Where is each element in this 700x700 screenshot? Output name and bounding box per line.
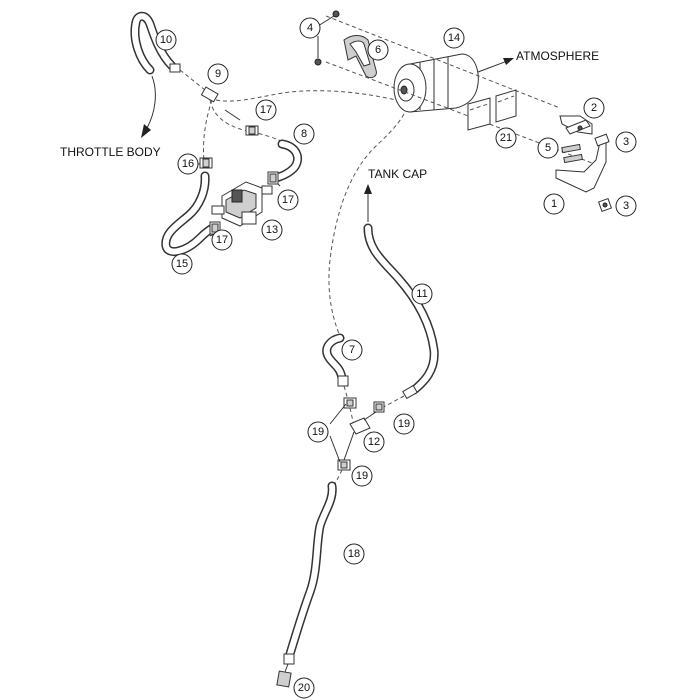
- callout-13: 13: [261, 219, 283, 241]
- vent-line-dashed: [215, 90, 397, 102]
- fitting-17-right: [267, 171, 279, 185]
- svg-text:20: 20: [298, 682, 310, 694]
- svg-text:3: 3: [623, 200, 629, 212]
- callout-21: 21: [495, 127, 517, 149]
- callout-10: 10: [155, 29, 177, 51]
- callout-1: 1: [543, 193, 565, 215]
- hose-15: [161, 171, 221, 257]
- callout-17-right: 17: [277, 189, 299, 211]
- callout-12: 12: [363, 431, 385, 453]
- callout-15: 15: [171, 253, 193, 275]
- vent-line-to-16: [203, 99, 213, 161]
- svg-text:19: 19: [398, 418, 410, 430]
- callout-17-lower: 17: [211, 229, 233, 251]
- fitting-9: [169, 63, 219, 103]
- svg-text:1: 1: [551, 198, 557, 210]
- line-7-to-19: [343, 385, 349, 401]
- fitting-19-upper: [343, 397, 357, 409]
- hose-7: [322, 333, 347, 383]
- svg-text:10: 10: [160, 34, 172, 46]
- callout-19-right: 19: [393, 413, 415, 435]
- callout-6: 6: [367, 39, 389, 61]
- fitting-7-end: [337, 375, 349, 387]
- callout-8: 8: [293, 123, 315, 145]
- svg-text:19: 19: [356, 470, 368, 482]
- nuts-5: [561, 143, 583, 164]
- svg-text:13: 13: [266, 224, 278, 236]
- fitting-17-upper: [245, 125, 259, 136]
- callout-16: 16: [177, 153, 199, 175]
- svg-text:12: 12: [368, 436, 380, 448]
- tank-cap-arrowhead: [364, 184, 372, 194]
- svg-text:16: 16: [182, 158, 194, 170]
- fitting-19-lower: [337, 459, 351, 471]
- svg-text:7: 7: [349, 344, 355, 356]
- hose-8: [271, 139, 302, 183]
- svg-text:19: 19: [312, 426, 324, 438]
- throttle-body-arrowhead: [141, 124, 151, 138]
- callout-11: 11: [411, 283, 433, 305]
- clip-3-upper: [594, 133, 610, 147]
- tank-cap-label: TANK CAP: [368, 167, 427, 181]
- svg-text:4: 4: [307, 22, 313, 34]
- callout-7: 7: [341, 339, 363, 361]
- hose-11: [363, 223, 439, 395]
- atmosphere-arrow: [477, 59, 511, 73]
- svg-text:14: 14: [448, 32, 460, 44]
- svg-text:6: 6: [375, 44, 381, 56]
- fitting-19-right: [373, 401, 385, 413]
- callout-5: 5: [537, 137, 559, 159]
- callout-4: 4: [299, 17, 321, 39]
- svg-text:21: 21: [500, 132, 512, 144]
- svg-text:3: 3: [623, 136, 629, 148]
- clip-3-lower: [597, 197, 613, 213]
- callout-2: 2: [583, 97, 605, 119]
- fitting-20: [276, 653, 295, 688]
- fitting-11-end: [402, 384, 418, 400]
- svg-text:8: 8: [301, 128, 307, 140]
- svg-text:5: 5: [545, 142, 551, 154]
- svg-text:18: 18: [348, 548, 360, 560]
- callout-17-upper: 17: [255, 99, 277, 121]
- svg-text:17: 17: [260, 104, 272, 116]
- atmosphere-label: ATMOSPHERE: [516, 49, 599, 63]
- callout-18: 18: [343, 543, 365, 565]
- fitting-16: [199, 157, 213, 169]
- canister-14: [393, 53, 479, 113]
- clip-2: [565, 119, 591, 135]
- callout-20: 20: [293, 677, 315, 699]
- atmosphere-arrowhead: [503, 58, 514, 65]
- hose-18: [285, 481, 337, 659]
- canister-line-dashed: [328, 113, 405, 337]
- throttle-body-arrow: [145, 75, 156, 131]
- tee-12: [343, 411, 377, 461]
- svg-text:17: 17: [282, 194, 294, 206]
- svg-text:9: 9: [215, 68, 221, 80]
- callout-9: 9: [207, 63, 229, 85]
- leader-lines: [198, 109, 347, 463]
- screws-4: [314, 10, 340, 66]
- svg-text:17: 17: [216, 234, 228, 246]
- callout-19-lower: 19: [351, 465, 373, 487]
- callout-3-upper: 3: [615, 131, 637, 153]
- svg-text:2: 2: [591, 102, 597, 114]
- purge-solenoid-13: [211, 181, 273, 227]
- svg-text:15: 15: [176, 258, 188, 270]
- throttle-body-label: THROTTLE BODY: [60, 145, 161, 159]
- callout-3-lower: 3: [615, 195, 637, 217]
- callout-14: 14: [443, 27, 465, 49]
- pads-21: [467, 89, 517, 131]
- callout-19-left: 19: [307, 421, 329, 443]
- svg-text:11: 11: [416, 288, 427, 300]
